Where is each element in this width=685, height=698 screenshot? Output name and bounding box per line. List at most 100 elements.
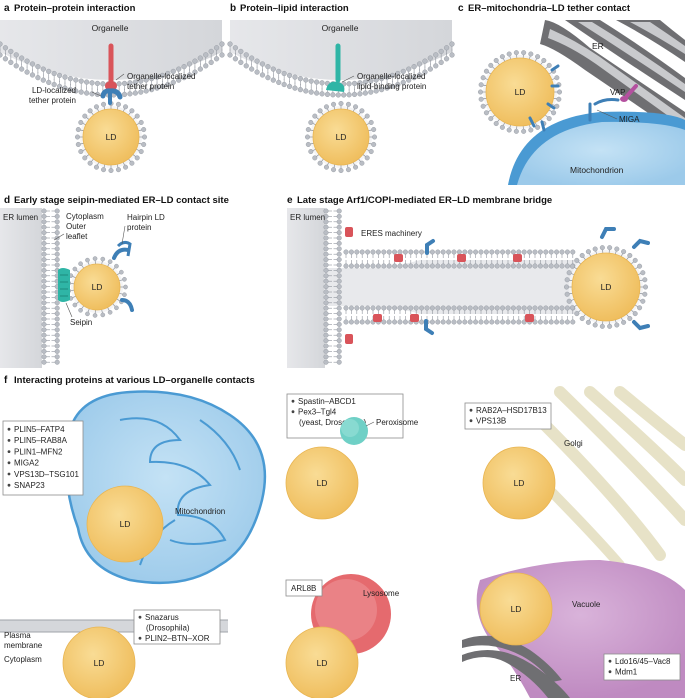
lipid-droplet-d	[66, 256, 128, 318]
mito-protein-box	[2, 420, 84, 496]
lipid-droplet-vac	[479, 572, 553, 646]
organelle-lumen-b	[230, 20, 452, 80]
mito-label-c: Mitochondrion	[570, 165, 624, 175]
list-item: RAB2A–HSD17B13	[476, 406, 547, 415]
eres-label: ERES machinery	[361, 229, 422, 238]
list-item: PLIN5–RAB8A	[14, 436, 68, 445]
lyso-protein-box	[285, 579, 323, 597]
lipid-droplet-b	[305, 100, 378, 173]
er-f	[462, 650, 570, 698]
perox-label: Peroxisome	[376, 418, 419, 427]
ld-label-e: LD	[601, 282, 612, 292]
panel-d: d Early stage seipin-mediated ER–LD cont…	[0, 195, 229, 368]
ld-label-pm: LD	[94, 658, 105, 668]
bullet	[469, 419, 473, 423]
lipid-droplet-perox	[285, 446, 359, 520]
lipid-binding-label-1: Organelle-localized	[357, 72, 425, 81]
golgi-stack	[515, 386, 685, 570]
lipid-droplet-pm	[62, 626, 136, 698]
list-item: Spastin–ABCD1	[298, 397, 356, 406]
er-lumen-label-d: ER lumen	[3, 213, 38, 222]
lipid-droplet-mito	[86, 485, 164, 563]
list-item: SNAP23	[14, 481, 45, 490]
ld-label-mito: LD	[120, 519, 131, 529]
ld-label-d: LD	[92, 282, 103, 292]
bridge-lumen	[324, 260, 600, 314]
er-lumen-e	[287, 208, 325, 368]
organelle-membrane-b	[227, 41, 455, 98]
vap-protein	[625, 84, 638, 98]
panel-a: a Protein–protein interaction Organelle …	[0, 3, 225, 173]
list-item: PLIN5–FATP4	[14, 425, 65, 434]
ld-label: LD	[106, 132, 117, 142]
organelle-label: Organelle	[92, 23, 129, 33]
organelle-label-b: Organelle	[322, 23, 359, 33]
list-item: (Drosophila)	[146, 624, 190, 633]
bullet	[7, 427, 11, 431]
list-item: PLIN1–MFN2	[14, 447, 63, 456]
panel-e: e Late stage Arf1/COPI-mediated ER–LD me…	[287, 195, 650, 368]
bullet	[608, 659, 612, 663]
ld-label-b: LD	[336, 132, 347, 142]
list-item: Pex3–Tgl4	[298, 408, 337, 417]
panel-d-title: Early stage seipin-mediated ER–LD contac…	[14, 195, 229, 206]
mitochondrion-matrix	[517, 121, 685, 185]
bullet	[291, 410, 295, 414]
panel-b-letter: b	[230, 3, 236, 14]
list-item: PLIN2–BTN–XOR	[145, 634, 210, 643]
pm-protein-box	[133, 609, 221, 645]
bullet	[7, 439, 11, 442]
mito-protein-list: PLIN5–FATP4PLIN5–RAB8APLIN1–MFN2MIGA2VPS…	[7, 425, 79, 490]
list-item: Mdm1	[615, 668, 638, 677]
panel-f-title: Interacting proteins at various LD–organ…	[14, 375, 255, 386]
outer-leaflet-label-2: leaflet	[66, 232, 88, 241]
miga-protein	[593, 98, 620, 106]
er-label-f: ER	[510, 674, 521, 683]
pm-label-1: Plasma	[4, 631, 31, 640]
miga-label: MIGA	[619, 115, 640, 124]
lipid-droplet-c	[478, 50, 563, 134]
list-item: (yeast, Drosophila)	[299, 418, 366, 427]
lipid-binding-label-2: lipid-binding protein	[357, 82, 426, 91]
lipid-droplet-golgi	[482, 446, 556, 520]
panel-a-title: Protein–protein interaction	[14, 3, 136, 14]
er-sheets	[540, 20, 685, 138]
ld-tether-label-2: tether protein	[29, 96, 76, 105]
ld-surface-proteins	[546, 64, 560, 110]
seipin-label: Seipin	[70, 318, 92, 327]
panel-b-title: Protein–lipid interaction	[240, 3, 349, 14]
er-membrane-d	[41, 208, 60, 365]
er-lumen-label-e: ER lumen	[290, 213, 325, 222]
lyso-label: Lysosome	[363, 589, 400, 598]
er-lumen-d	[0, 208, 42, 368]
panel-e-title: Late stage Arf1/COPI-mediated ER–LD memb…	[297, 195, 552, 206]
bullet	[7, 483, 11, 487]
copi-proteins	[424, 227, 650, 335]
hairpin-label-1: Hairpin LD	[127, 213, 165, 222]
panel-a-letter: a	[4, 3, 10, 14]
lyso-protein: ARL8B	[291, 584, 316, 593]
list-item: Snazarus	[145, 613, 179, 622]
bullet	[7, 450, 11, 453]
vac-protein-box	[603, 653, 681, 681]
lipid-droplet-e	[564, 245, 649, 329]
golgi-label: Golgi	[564, 439, 583, 448]
list-item: Ldo16/45–Vac8	[615, 657, 671, 666]
org-tether-label-1: Organelle-localized	[127, 72, 195, 81]
bullet	[7, 461, 11, 465]
org-tether-label-2: tether protein	[127, 82, 174, 91]
panel-c: c ER–mitochondria–LD tether contact ER M…	[458, 3, 685, 185]
mitochondrion-f	[65, 390, 267, 585]
hairpin-ld-protein	[112, 247, 130, 260]
bullet	[7, 472, 11, 476]
pm-protein-list: Snazarus (Drosophila)PLIN2–BTN–XOR	[138, 613, 210, 643]
ld-label-lyso: LD	[317, 658, 328, 668]
pm-label-2: membrane	[4, 641, 43, 650]
list-item: VPS13D–TSG101	[14, 470, 79, 479]
er-label-c: ER	[592, 41, 604, 51]
lipid-droplet-lyso	[285, 626, 359, 698]
bullet	[138, 615, 142, 619]
